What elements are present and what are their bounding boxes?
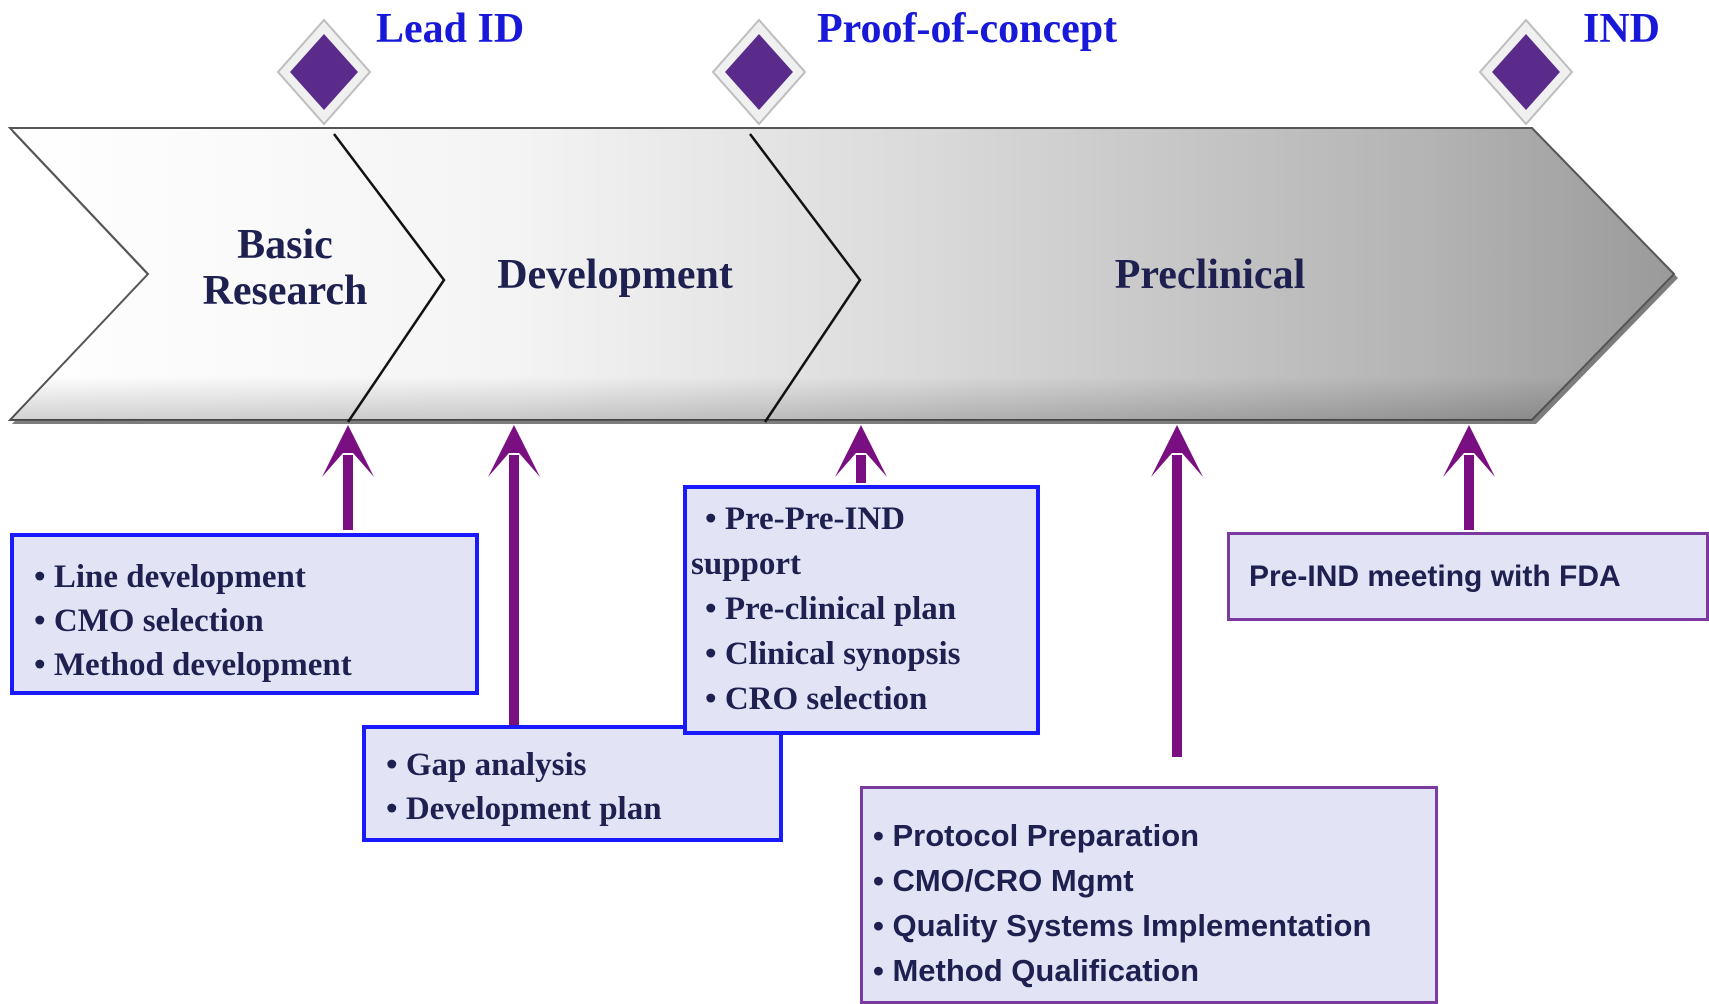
callout-list: Pre-Pre-IND support Pre-clinical plan Cl… bbox=[691, 497, 1036, 722]
callout-list: Line development CMO selection Method de… bbox=[34, 555, 475, 687]
phase-label-preclinical: Preclinical bbox=[1114, 252, 1306, 298]
list-item: Pre-Pre-IND bbox=[705, 497, 1036, 542]
callout-preclinical: Protocol Preparation CMO/CRO Mgmt Qualit… bbox=[860, 786, 1438, 1004]
list-item: Method development bbox=[34, 643, 475, 687]
callout-development: Gap analysis Development plan bbox=[362, 725, 783, 842]
list-item: CMO selection bbox=[34, 599, 475, 643]
callout-basic-research: Line development CMO selection Method de… bbox=[10, 533, 479, 695]
list-item: Method Qualification bbox=[873, 948, 1435, 993]
callout-arrows bbox=[322, 425, 1495, 757]
up-arrow-icon bbox=[1443, 425, 1495, 530]
phase-label-basic-research: Basic Research bbox=[170, 222, 400, 314]
list-item: Gap analysis bbox=[386, 743, 779, 787]
phase-label-line: Research bbox=[202, 268, 368, 315]
milestone-label-lead-id: Lead ID bbox=[376, 6, 525, 52]
up-arrow-icon bbox=[1151, 425, 1203, 757]
milestone-diamond-icon bbox=[1478, 18, 1574, 126]
phase-divider-2 bbox=[749, 133, 862, 423]
phase-label-line: Basic bbox=[237, 222, 333, 268]
callout-ind: Pre-IND meeting with FDA bbox=[1227, 532, 1709, 621]
list-item: Line development bbox=[34, 555, 475, 599]
phase-label-development: Development bbox=[497, 252, 733, 298]
milestone-diamonds bbox=[276, 18, 1574, 126]
list-item: support bbox=[691, 546, 802, 582]
list-item: Protocol Preparation bbox=[873, 813, 1435, 858]
up-arrow-icon bbox=[835, 425, 887, 483]
up-arrow-icon bbox=[488, 425, 540, 725]
callout-list: Protocol Preparation CMO/CRO Mgmt Qualit… bbox=[873, 813, 1435, 993]
callout-list: Gap analysis Development plan bbox=[386, 743, 779, 831]
list-item: CMO/CRO Mgmt bbox=[873, 858, 1435, 903]
phase-divider-1 bbox=[333, 133, 446, 423]
list-item: Development plan bbox=[386, 787, 779, 831]
list-item: Clinical synopsis bbox=[705, 632, 1036, 677]
callout-ind-text: Pre-IND meeting with FDA bbox=[1249, 560, 1621, 593]
milestone-diamond-icon bbox=[276, 18, 372, 126]
pipeline-chevron bbox=[7, 127, 1678, 424]
up-arrow-icon bbox=[322, 425, 374, 530]
milestone-label-proof-of-concept: Proof-of-concept bbox=[817, 6, 1118, 52]
list-item: Quality Systems Implementation bbox=[873, 903, 1435, 948]
callout-proof-of-concept: Pre-Pre-IND support Pre-clinical plan Cl… bbox=[683, 485, 1040, 735]
milestone-label-ind: IND bbox=[1583, 6, 1661, 52]
list-item: CRO selection bbox=[705, 677, 1036, 722]
milestone-diamond-icon bbox=[711, 18, 807, 126]
list-item: Pre-clinical plan bbox=[705, 587, 1036, 632]
